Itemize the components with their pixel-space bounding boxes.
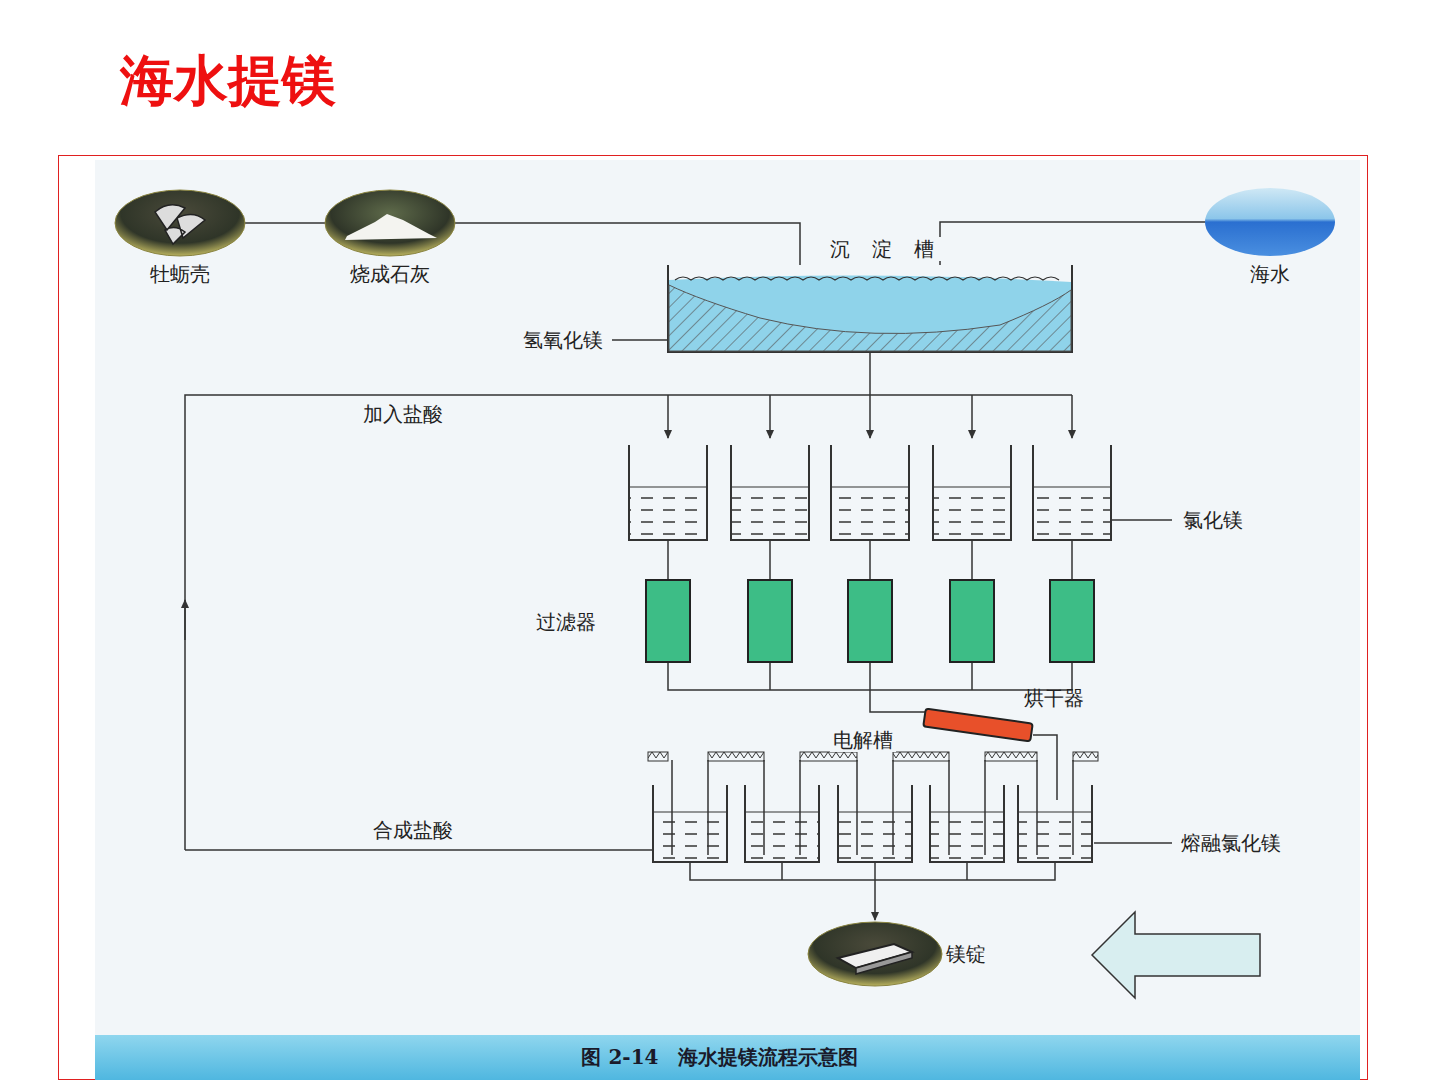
figure-caption: 图 2-14 海水提镁流程示意图 — [0, 1044, 1440, 1071]
dryer-unit: 烘干器 — [922, 712, 1034, 738]
part-label: 氢氧化镁 — [520, 328, 606, 352]
node-shape — [922, 712, 1034, 738]
part-label: 加入盐酸 — [360, 402, 446, 426]
node-label: 牡蛎壳 — [150, 262, 210, 286]
node-shape — [668, 265, 1072, 352]
magnesium-ingot-icon: 镁锭 — [808, 922, 942, 986]
node-label: 烧成石灰 — [350, 262, 430, 286]
oyster-shell-icon: 牡蛎壳 — [115, 190, 245, 256]
settling-tank: 沉淀槽 — [668, 265, 1072, 352]
part-label: 氯化镁 — [1180, 508, 1246, 532]
part-label: 电解槽 — [830, 728, 896, 752]
node-shape — [1205, 188, 1335, 256]
node-label: 镁锭 — [946, 942, 986, 966]
node-label: 沉淀槽 — [808, 237, 956, 261]
seawater-icon: 海水 — [1205, 188, 1335, 256]
slide-title: 海水提镁 — [120, 45, 336, 118]
quicklime-icon: 烧成石灰 — [325, 190, 455, 256]
node-label: 烘干器 — [1024, 686, 1084, 710]
part-label: 过滤器 — [533, 610, 599, 634]
node-shape — [325, 190, 455, 256]
node-label: 海水 — [1250, 262, 1290, 286]
pipe-connector — [245, 222, 325, 224]
node-shape — [808, 922, 942, 986]
pipe-connector — [455, 223, 800, 265]
part-label: 合成盐酸 — [370, 818, 456, 842]
pipe-connector — [940, 222, 1205, 265]
node-shape — [115, 190, 245, 256]
part-label: 熔融氯化镁 — [1178, 831, 1284, 855]
